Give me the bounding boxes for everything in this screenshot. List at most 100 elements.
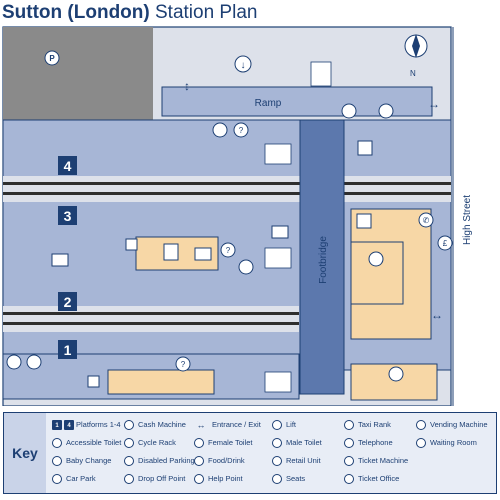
- key-item: Male Toilet: [272, 437, 322, 448]
- female-toilet-icon: [194, 437, 204, 448]
- platform-2-number: 2: [58, 292, 77, 311]
- accessible-toilet-icon: [52, 437, 62, 448]
- key-item-label: Female Toilet: [208, 438, 253, 447]
- ticket-office: [350, 241, 404, 305]
- ticket-office-icon: [344, 473, 354, 484]
- help-point-icon: ?: [233, 122, 249, 138]
- key-item-label: Cash Machine: [138, 420, 186, 429]
- key-item: Car Park: [52, 473, 96, 484]
- key-item-label: Ticket Machine: [358, 456, 409, 465]
- vending-machine-icon: [238, 259, 254, 275]
- key-title: Key: [4, 413, 46, 493]
- key-item-label: Entrance / Exit: [212, 420, 261, 429]
- entrance-exit-icon: ↔: [196, 419, 206, 430]
- key-item: Drop Off Point: [124, 473, 185, 484]
- key-item: Ticket Office: [344, 473, 399, 484]
- key-item: Telephone: [344, 437, 393, 448]
- ticket-machine-icon: [344, 455, 354, 466]
- cycle-rack-icon: [124, 437, 134, 448]
- ramp-area: [161, 86, 433, 117]
- track-upper-rails: [3, 182, 451, 195]
- title-station-name: Sutton (London): [2, 2, 150, 23]
- seats-icon: [271, 225, 289, 239]
- track-lower-rails: [3, 312, 299, 325]
- ramp-label: Ramp: [255, 98, 282, 109]
- compass-icon: N: [404, 34, 428, 78]
- svg-text:2: 2: [64, 294, 72, 310]
- key-item-label: Lift: [286, 420, 297, 429]
- vending-machine-icon: [212, 122, 228, 138]
- platform-number-icon: 1: [52, 419, 62, 430]
- drop-off-icon: ↓: [234, 55, 252, 73]
- telephone-icon: [344, 437, 354, 448]
- key-item-label: Male Toilet: [286, 438, 322, 447]
- ticket-machine-icon: [357, 140, 373, 156]
- cash-machine-icon: [124, 419, 134, 430]
- key-item-label: Taxi Rank: [358, 420, 391, 429]
- key-item: Ticket Machine: [344, 455, 408, 466]
- key-item-label: Disabled Parking: [138, 456, 195, 465]
- svg-text:↕: ↕: [184, 79, 190, 93]
- high-street-strip: [453, 27, 497, 406]
- key-item-label: Waiting Room: [430, 438, 477, 447]
- track-lower: [3, 306, 299, 332]
- retail-unit-icon: [388, 366, 404, 382]
- taxi-rank-icon: [344, 419, 354, 430]
- seats-icon: [51, 253, 69, 267]
- key-item-label: Drop Off Point: [138, 474, 186, 483]
- key-item: Retail Unit: [272, 455, 321, 466]
- food-drink-icon: [194, 247, 212, 261]
- telephone-icon: ✆: [418, 212, 434, 228]
- svg-text:?: ?: [226, 246, 231, 255]
- key-item: ↔ Entrance / Exit: [194, 419, 261, 430]
- key-item: Help Point: [194, 473, 243, 484]
- help-point-icon: ?: [220, 242, 236, 258]
- key-item-label: Food/Drink: [208, 456, 245, 465]
- male-toilet-icon: [272, 437, 282, 448]
- key-item: Cash Machine: [124, 419, 186, 430]
- lift-icon: ↕: [184, 79, 190, 93]
- female-toilet-icon: [87, 375, 100, 388]
- vending-machine-icon: [416, 419, 426, 430]
- cash-machine-icon: £: [437, 235, 453, 251]
- title-station-plan: Station Plan: [155, 2, 258, 23]
- svg-text:↓: ↓: [241, 60, 246, 71]
- page-title: Sutton (London) Station Plan: [2, 2, 257, 24]
- key-item-label: Seats: [286, 474, 306, 483]
- key-item: Vending Machine: [416, 419, 488, 430]
- platform-number-icon: 4: [64, 419, 74, 430]
- help-point-icon: [194, 473, 204, 484]
- waiting-room-icon: [163, 243, 179, 261]
- taxi-rank-icon: [341, 103, 357, 119]
- svg-text:3: 3: [64, 208, 72, 224]
- key-item-label: Platforms 1-4: [76, 420, 121, 429]
- key-item: Cycle Rack: [124, 437, 176, 448]
- car-park-icon: P: [44, 50, 60, 66]
- drop-off-icon: [124, 473, 134, 484]
- disabled-parking-icon: [124, 455, 134, 466]
- baby-change-icon: [52, 455, 62, 466]
- footbridge: [299, 119, 345, 395]
- key-item: Disabled Parking: [124, 455, 195, 466]
- accessible-toilet-icon: [125, 238, 138, 251]
- ticket-machine-icon: [356, 213, 372, 229]
- key-item-label: Car Park: [66, 474, 96, 483]
- vending-machine-icon: [26, 354, 42, 370]
- key-item: Baby Change: [52, 455, 111, 466]
- svg-text:↔: ↔: [431, 308, 443, 322]
- svg-text:✆: ✆: [423, 216, 430, 225]
- platform-1-number: 1: [58, 340, 77, 359]
- key-item: Food/Drink: [194, 455, 245, 466]
- entrance-exit-icon: ↔: [431, 308, 443, 322]
- svg-text:1: 1: [64, 342, 72, 358]
- waiting-room-icon: [416, 437, 426, 448]
- key-item-label: Retail Unit: [286, 456, 321, 465]
- key-item-label: Help Point: [208, 474, 243, 483]
- key-item: Female Toilet: [194, 437, 252, 448]
- key-item-label: Vending Machine: [430, 420, 488, 429]
- car-park-area: [3, 27, 153, 120]
- key-item: Seats: [272, 473, 305, 484]
- stairs: [264, 61, 332, 393]
- key-item: Lift: [272, 419, 296, 430]
